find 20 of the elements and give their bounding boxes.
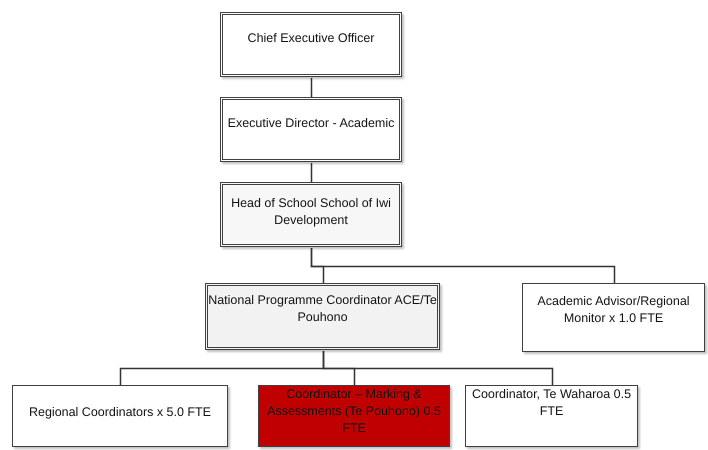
role-title: Head of School School of Iwi Development [230, 195, 392, 229]
role-box [465, 385, 638, 447]
role-box [522, 283, 705, 352]
role-title: Coordinator – Marking & Assessments (Te Pouhono) 0.5 FTE [266, 386, 442, 437]
connector-line [310, 78, 312, 97]
role-title: Regional Coordinators x 5.0 FTE [28, 404, 212, 421]
role-title: National Programme Coordinator ACE/Te Pouhono [208, 292, 437, 326]
role-title: Chief Executive Officer [248, 30, 374, 47]
role-box [220, 12, 402, 77]
connector-line [310, 248, 616, 283]
connector-line [322, 351, 554, 385]
role-box [205, 283, 440, 350]
role-box [220, 182, 402, 247]
role-box [220, 97, 402, 162]
role-title: Executive Director - Academic [228, 115, 394, 132]
role-title: Academic Advisor/Regional Monitor x 1.0 FTE [536, 293, 691, 327]
role-title: Coordinator, Te Waharoa 0.5 FTE [470, 386, 632, 420]
role-box [12, 385, 228, 447]
highlighted-role-box [258, 385, 450, 447]
connector-line [310, 163, 312, 182]
